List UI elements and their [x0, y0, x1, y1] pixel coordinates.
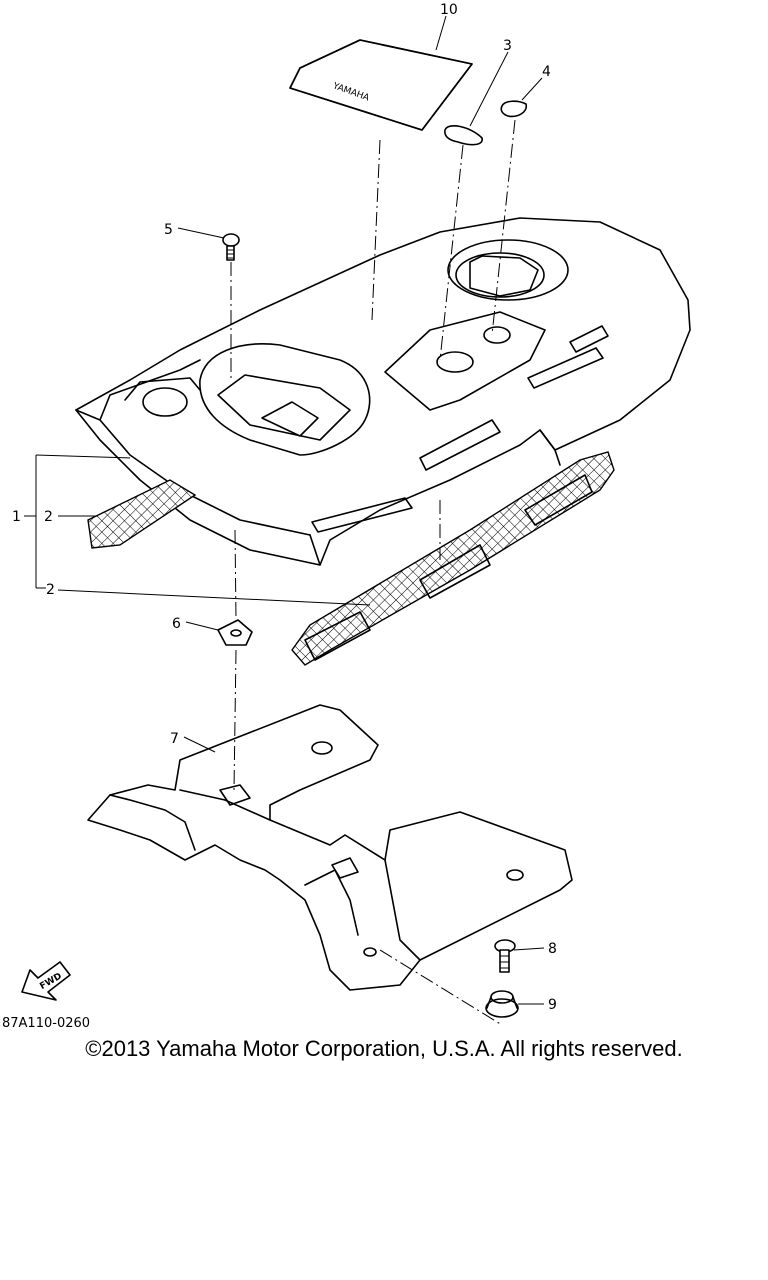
alignment-lines — [230, 119, 516, 1026]
callout-10: 10 — [440, 2, 458, 18]
part-6-clip — [217, 619, 253, 646]
part-8-bolt — [494, 939, 516, 973]
callout-3: 3 — [503, 38, 512, 54]
callout-9: 9 — [548, 997, 557, 1013]
callout-7: 7 — [170, 731, 179, 747]
part-9-grommet — [485, 990, 519, 1018]
callout-5: 5 — [164, 222, 173, 238]
callout-2-upper: 2 — [44, 509, 53, 525]
callout-1: 1 — [12, 509, 21, 525]
part-4-cap — [500, 100, 528, 118]
part-10-decal: YAMAHA — [289, 39, 473, 131]
part-5-screw — [222, 233, 240, 261]
copyright-notice: ©2013 Yamaha Motor Corporation, U.S.A. A… — [85, 1036, 683, 1061]
part-7-bracket — [87, 704, 573, 991]
callout-6: 6 — [172, 616, 181, 632]
part-code: 87A110-0260 — [2, 1016, 90, 1031]
callout-2-lower: 2 — [46, 582, 55, 598]
leader-lines — [24, 15, 545, 1005]
callout-4: 4 — [542, 64, 551, 80]
part-3-cap — [444, 125, 483, 146]
fwd-arrow-icon: FWD — [21, 961, 71, 1001]
callout-8: 8 — [548, 941, 557, 957]
part-2-grille-left — [87, 479, 197, 549]
exploded-parts-diagram: YAMAHA — [2, 2, 691, 1031]
part-1-cover — [75, 217, 691, 566]
part-2-grille-right — [291, 451, 615, 666]
